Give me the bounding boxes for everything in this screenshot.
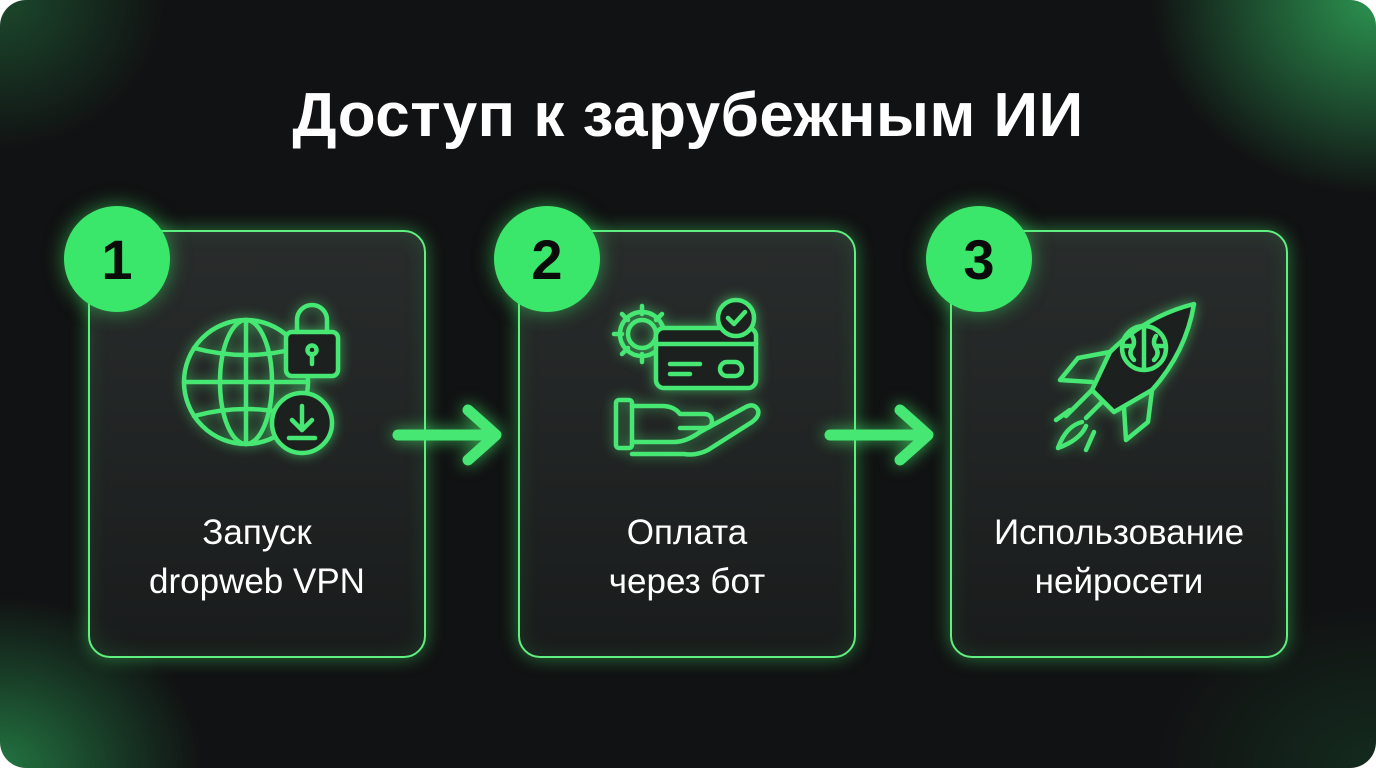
step-label-line: Использование [993,513,1245,552]
step-label-line: dropweb VPN [149,562,365,601]
step-label-line: Запуск [202,513,312,552]
page-title: Доступ к зарубежным ИИ [292,81,1084,150]
arrow-right-icon [392,404,502,466]
payment-card-hand-icon [611,297,761,457]
step-number-badge-1: 1 [64,206,170,312]
step-label-2: Оплата через бот [520,508,854,606]
step-label-line: Оплата [626,513,748,552]
rocket-brain-icon [1053,301,1197,453]
step-number-badge-3: 3 [926,206,1032,312]
step-label-1: Запуск dropweb VPN [90,508,424,606]
step-number-badge-2: 2 [494,206,600,312]
globe-lock-download-icon [181,302,341,456]
arrow-right-icon [824,404,934,466]
step-label-line: нейросети [1034,562,1204,601]
step-label-3: Использование нейросети [952,508,1286,606]
step-card-1: Запуск dropweb VPN [88,230,426,658]
step-label-line: через бот [608,562,766,601]
